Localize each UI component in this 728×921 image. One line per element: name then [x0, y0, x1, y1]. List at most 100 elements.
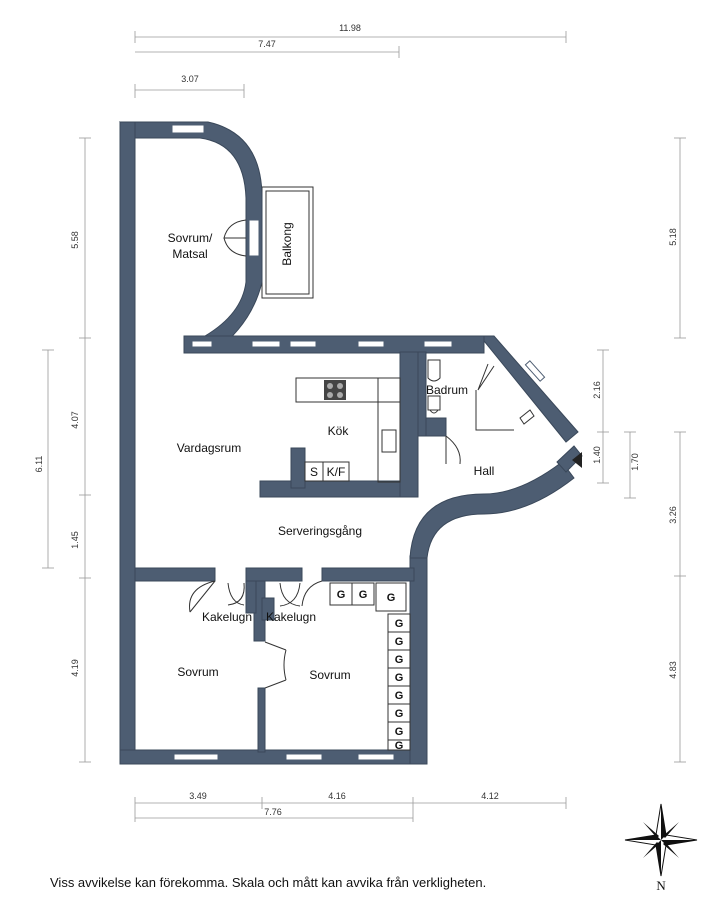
closet-label: G [395, 708, 404, 720]
dim-top-middle: 7.47 [258, 39, 276, 49]
dimension-lines [42, 31, 686, 822]
room-label-sovrum-matsal-1: Sovrum/ [168, 231, 213, 245]
window-kitchen-2 [251, 340, 281, 348]
window-kitchen-4 [357, 340, 385, 348]
dim-left-558: 5.58 [70, 231, 80, 249]
closet-box [387, 739, 411, 751]
kitchen-sink [381, 429, 397, 453]
room-label-serveringsgang: Serveringsgång [278, 524, 362, 538]
dim-left-611: 6.11 [34, 456, 44, 473]
door-bedroom-left [189, 580, 216, 613]
closet-label: G [395, 726, 404, 738]
bathtub-icon [427, 359, 441, 382]
walls [118, 121, 583, 765]
dim-left-419: 4.19 [70, 659, 80, 677]
window-kitchen-5 [423, 340, 453, 348]
kakelugn-left-stove [245, 580, 257, 614]
kitchen-counter-top [295, 377, 401, 403]
dim-right-170: 1.70 [630, 453, 640, 471]
window-kitchen-1 [191, 340, 213, 348]
hall-partition [475, 390, 514, 431]
window-kitchen-3 [289, 340, 317, 348]
closet-label: G [395, 672, 404, 684]
dim-left-407: 4.07 [70, 411, 80, 429]
closet-label: G [395, 690, 404, 702]
burner-icon [327, 392, 333, 398]
fridge-label: K/F [327, 465, 346, 479]
dim-bottom-416: 4.16 [328, 791, 346, 801]
stove-top [324, 380, 346, 400]
stove-label: S [310, 465, 318, 479]
dim-bottom-349: 3.49 [189, 791, 207, 801]
closet-label: G [395, 636, 404, 648]
door-balcony [223, 219, 247, 257]
kitchen-fixtures: S K/F [295, 377, 401, 483]
kakelugn-right-stove [261, 597, 275, 621]
room-label-hall: Hall [474, 464, 495, 478]
closet-label: G [387, 592, 396, 604]
closet-label: G [337, 589, 346, 601]
window-bottom-right [357, 753, 395, 761]
dim-right-216: 2.16 [592, 381, 602, 399]
dim-right-326: 3.26 [668, 506, 678, 524]
windows [171, 124, 546, 761]
window-hall-diagonal [524, 360, 546, 382]
closet-label: G [359, 589, 368, 601]
burner-icon [327, 383, 333, 389]
wall-between-bedrooms-lower [257, 687, 266, 753]
disclaimer-text: Viss avvikelse kan förekomma. Skala och … [50, 875, 486, 890]
kitchen-counter-side [377, 377, 401, 483]
wall-bedrooms-top-left [134, 567, 216, 582]
wall-left [119, 121, 136, 765]
closet-label: G [395, 740, 404, 752]
room-label-badrum: Badrum [426, 383, 468, 397]
wall-badrum-left [417, 351, 427, 437]
door-hall [445, 435, 461, 465]
hall-shelf [519, 409, 535, 425]
wall-kitchen-bottom [259, 480, 419, 498]
dim-right-140: 1.40 [592, 446, 602, 464]
entrance-arrow-icon [572, 452, 582, 468]
dim-right-518: 5.18 [668, 228, 678, 246]
dim-bottom-776: 7.76 [264, 807, 282, 817]
room-label-balkong: Balkong [280, 222, 294, 265]
wall-diagonal-upper [478, 335, 579, 443]
dim-right-483: 4.83 [668, 661, 678, 679]
doors [189, 219, 495, 689]
door-entrance [477, 363, 495, 391]
closet-box [351, 582, 375, 606]
window-top-bay [171, 124, 205, 134]
burner-icon [337, 392, 343, 398]
room-label-sovrum-right: Sovrum [309, 668, 350, 682]
room-label-vardagsrum: Vardagsrum [177, 441, 241, 455]
compass-north-label: N [656, 878, 666, 893]
fridge-box [322, 461, 350, 482]
wall-top-kitchen [183, 335, 485, 354]
wall-bedrooms-top-right [321, 567, 415, 582]
dim-left-145: 1.45 [70, 531, 80, 549]
wall-kitchen-stub [290, 447, 306, 489]
closet-label: G [395, 654, 404, 666]
wall-bedroom-right [409, 555, 428, 765]
bathroom-fixtures [427, 359, 535, 431]
dim-top-short: 3.07 [181, 74, 199, 84]
dim-bottom-412: 4.12 [481, 791, 499, 801]
door-kakelugn-left [227, 582, 245, 606]
door-kakelugn-right [279, 582, 301, 607]
door-serveringsgang [301, 580, 323, 607]
closet-box [375, 582, 407, 612]
burner-icon [337, 383, 343, 389]
dimension-labels: 11.98 7.47 3.07 5.58 4.07 6.11 1.45 4.19… [34, 23, 678, 817]
window-bottom-left [173, 753, 219, 761]
room-labels: Sovrum/ Matsal Balkong Badrum Kök Vardag… [168, 222, 495, 682]
room-label-kakelugn-left: Kakelugn [202, 610, 252, 624]
compass-rose: N [624, 803, 698, 893]
dim-top-total: 11.98 [339, 23, 361, 33]
window-bottom-mid [285, 753, 323, 761]
toilet-icon [427, 395, 441, 414]
wall-bedrooms-top-mid [245, 567, 303, 582]
room-label-sovrum-left: Sovrum [177, 665, 218, 679]
closet-label: G [395, 618, 404, 630]
